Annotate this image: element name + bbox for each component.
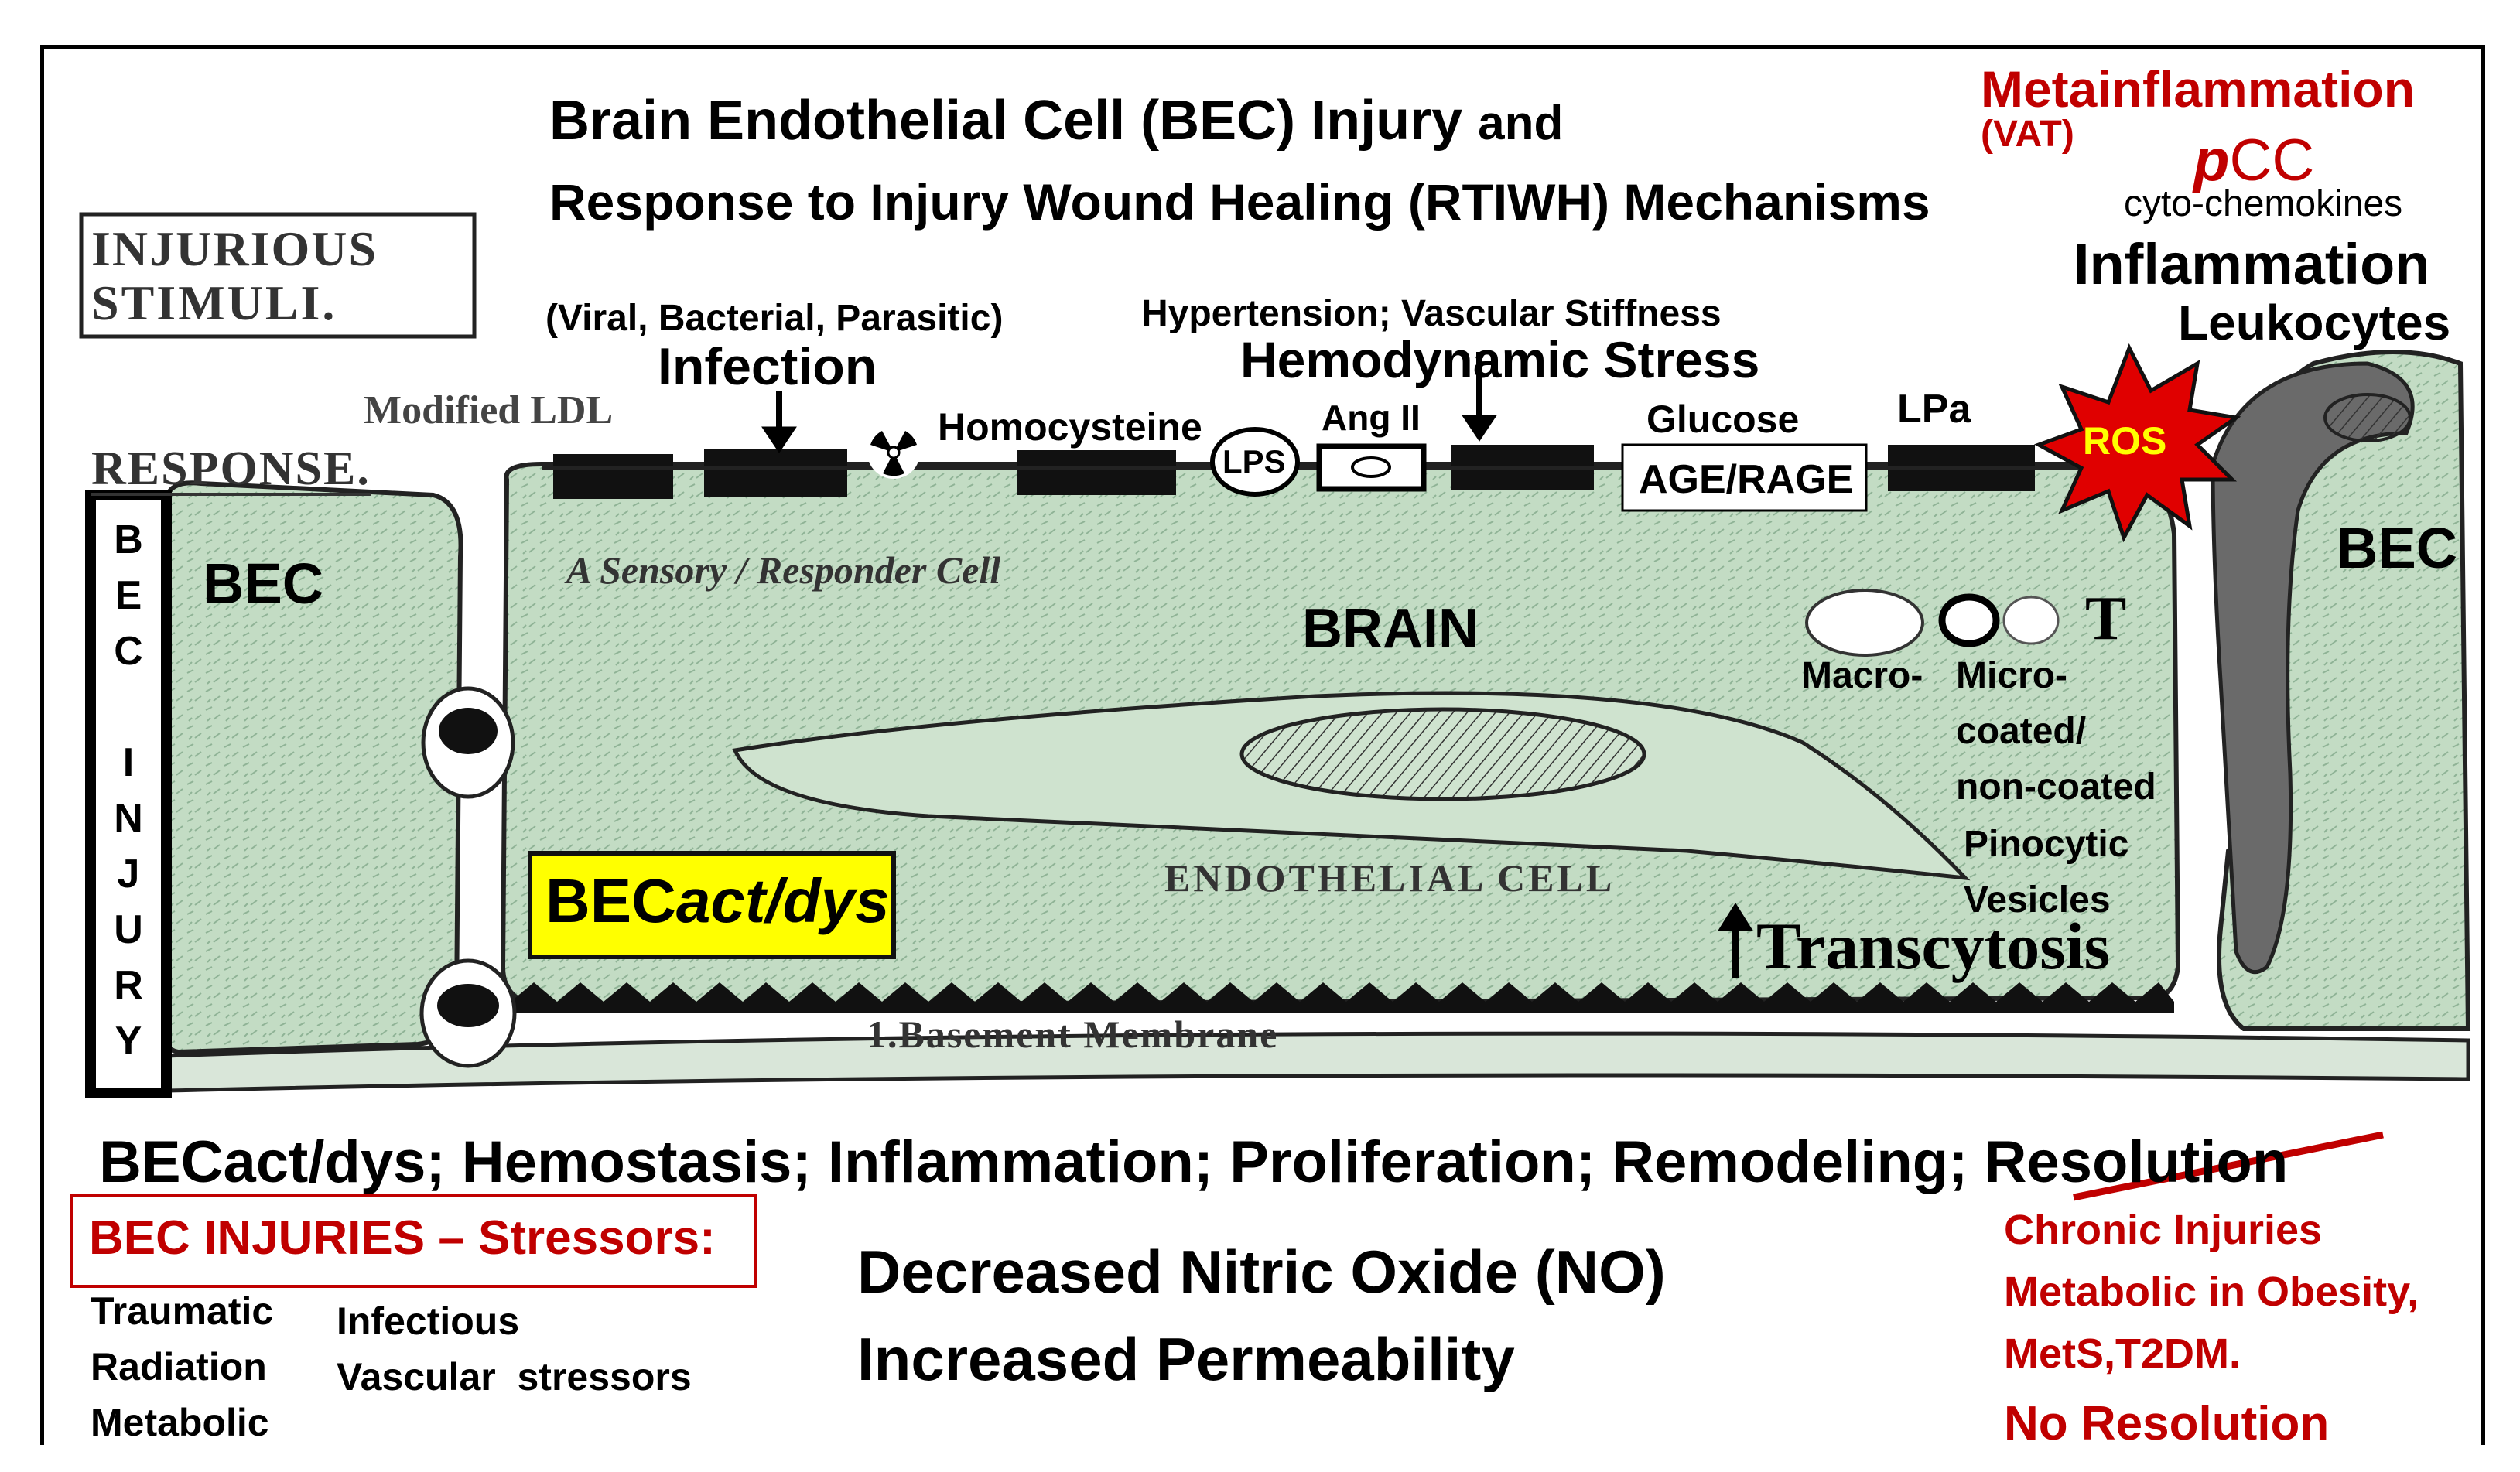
brain-label: BRAIN [1302,598,1479,660]
increased-permeability-label: Increased Permeability [857,1325,1515,1393]
viral-label: (Viral, Bacterial, Parasitic) [545,298,1004,339]
metainflammation-label: Metainflammation [1981,60,2416,118]
basement-membrane-label: 1.Basement Membrane [867,1013,1279,1056]
becact-italic: act/dys [675,866,890,935]
title-main: Brain Endothelial Cell (BEC) Injury [549,90,1463,152]
hemodynamic-label: Hemodynamic Stress [1240,331,1760,388]
noncoated-label: non-coated [1956,767,2156,808]
tight-junctions [419,686,517,1068]
inflammation-label: Inflammation [2074,232,2430,296]
leukocyte [2211,361,2415,975]
title-line-1: Brain Endothelial Cell (BEC) Injury and [549,93,1563,149]
hypertension-label: Hypertension; Vascular Stiffness [1141,293,1722,334]
injuries-box-label: BEC INJURIES – Stressors: [89,1211,716,1265]
stressor-radiation: Radiation [91,1345,267,1388]
stressor-vascular: Vascular stressors [337,1355,692,1399]
decreased-no-label: Decreased Nitric Oxide (NO) [857,1238,1666,1306]
ang-ii-box [1316,443,1427,492]
homocysteine-label: Homocysteine [938,405,1202,449]
pcc-p: p [2193,128,2230,193]
age-rage-box [1621,443,1868,512]
resolution-strike [2073,1131,2384,1201]
arrows [761,352,1753,978]
bec-injury-vertical-box [85,490,172,1098]
bec-injury-char: E [115,573,142,618]
chronic-metabolic: Metabolic in Obesity, [2004,1269,2419,1315]
leukocytes-label: Leukocytes [2178,295,2451,350]
ros-label: ROS [2083,419,2167,463]
title-and: and [1478,97,1564,150]
outer-frame [40,45,2485,1445]
bec-injury-char: C [114,629,143,674]
response-sequence-line: BECact/dys; Hemostasis; Inflammation; Pr… [99,1133,2288,1192]
micro-noncoated-vesicle [2002,596,2060,645]
injuries-box [70,1194,757,1288]
transcytosis-label: Transcytosis [1756,909,2111,983]
glucose-label: Glucose [1646,398,1800,441]
bec-injury-char [96,679,161,735]
macro-vesicle [1805,589,1924,657]
resolution-word: Resolution [1984,1129,2289,1195]
pcc-label: pCC [2193,131,2314,190]
vat-label: (VAT) [1981,114,2074,155]
stressor-traumatic: Traumatic [91,1289,274,1333]
stressor-metabolic: Metabolic [91,1401,269,1444]
stressor-infectious: Infectious [337,1300,520,1343]
ang-ii-label: Ang II [1322,398,1421,438]
sensory-responder-label: A Sensory / Responder Cell [566,548,1001,592]
bec-injury-char: R [114,963,143,1008]
nucleus [1239,707,1646,801]
lps-badge [1210,427,1300,497]
pcc-cc: CC [2229,128,2315,193]
injurious-stimuli-stamp [79,212,477,339]
bec-injury-vertical: B E C I N J U R Y [96,512,161,1069]
lpa-label: LPa [1897,387,1971,432]
cyto-chemokines-label: cyto-chemokines [2124,183,2403,224]
bec-injury-char: J [117,852,140,897]
becact-prefix: BEC [545,866,676,935]
coated-label: coated/ [1956,711,2087,752]
t-cell-label: T [2085,585,2127,653]
modified-ldl-label: Modified LDL [364,388,614,432]
bec-injury-char: Y [115,1019,142,1064]
macro-label: Macro- [1801,655,1923,696]
lps-label: LPS [1222,443,1286,480]
bec-left-label: BEC [203,552,324,616]
basement-teeth [511,982,2174,1013]
radiation-icon [867,426,920,479]
bec-injury-char: U [114,907,143,952]
stamp-stimuli: STIMULI. [91,275,337,330]
ros-burst [2033,343,2241,543]
endothelial-cell-label: ENDOTHELIAL CELL [1164,856,1616,900]
stamp-injurious: INJURIOUS [91,221,378,276]
basement-membrane [164,1031,2470,1093]
stamp-response: RESPONSE. [91,442,371,496]
title-line-2: Response to Injury Wound Healing (RTIWH)… [549,173,1930,231]
no-resolution-label: No Resolution [2004,1397,2330,1450]
bec-injury-char: N [114,796,143,841]
vesicles-label: Vesicles [1964,879,2111,920]
chronic-injuries: Chronic Injuries [2004,1207,2323,1253]
becact-label: BECact/dys [545,870,890,932]
chronic-mets: MetS,T2DM. [2004,1330,2241,1377]
micro-label: Micro- [1956,655,2067,696]
micro-coated-vesicle [1938,593,2000,647]
pinocytic-label: Pinocytic [1964,824,2129,865]
bec-injury-char: I [122,740,135,785]
bec-right-label: BEC [2337,516,2458,580]
bec-injury-char: B [114,517,143,562]
age-rage-label: AGE/RAGE [1639,457,1854,502]
infection-label: Infection [658,337,877,396]
response-sequence: BECact/dys; Hemostasis; Inflammation; Pr… [99,1129,1968,1195]
